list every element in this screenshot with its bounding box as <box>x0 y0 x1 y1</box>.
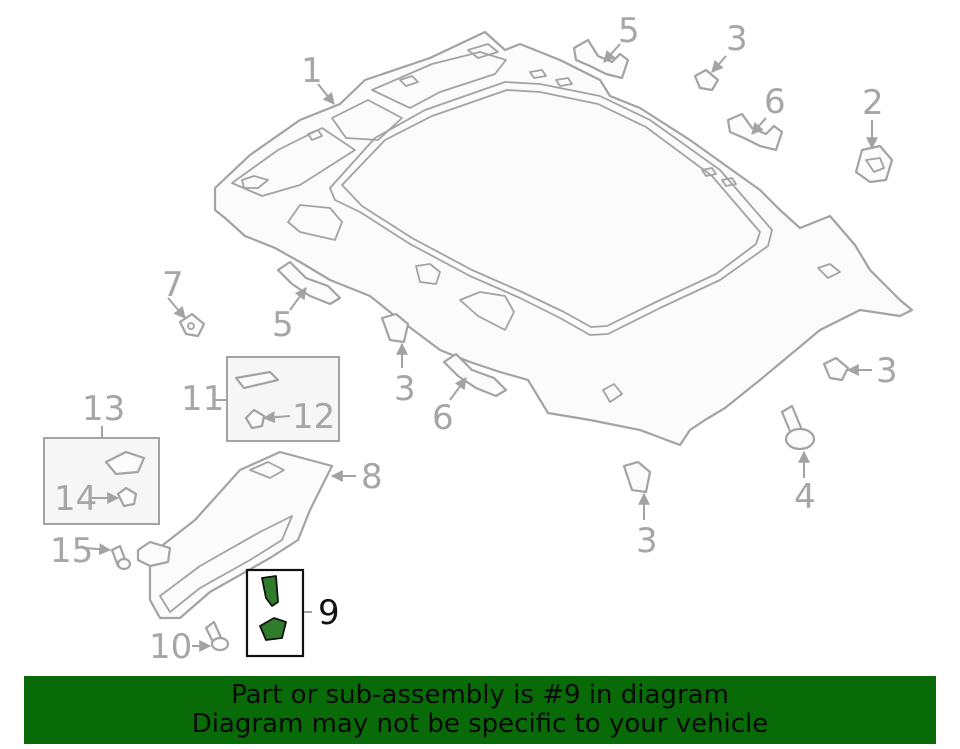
banner-line-1: Part or sub-assembly is #9 in diagram <box>231 680 729 710</box>
clip-part-13 <box>104 450 146 476</box>
clip-part-3-right <box>822 356 850 382</box>
callout-5-top: 5 <box>618 11 640 51</box>
callout-6-mid: 6 <box>432 398 454 438</box>
callout-numbers: 1 2 5 3 6 7 5 3 6 3 4 3 8 9 10 11 12 13 … <box>50 11 898 667</box>
callout-1: 1 <box>301 51 323 91</box>
callout-3-right: 3 <box>876 351 898 391</box>
headliner-part-1 <box>213 30 914 447</box>
callout-7: 7 <box>162 265 184 305</box>
callout-13: 13 <box>82 389 125 429</box>
sun-visor-part-8 <box>136 450 334 620</box>
callout-3-mid: 3 <box>394 369 416 409</box>
callout-11: 11 <box>181 379 224 419</box>
callout-5-left: 5 <box>272 305 294 345</box>
clip-part-7 <box>178 312 206 338</box>
callout-9: 9 <box>318 593 340 633</box>
bracket-part-2 <box>854 144 894 184</box>
info-banner: Part or sub-assembly is #9 in diagram Di… <box>24 676 936 744</box>
callout-6-top: 6 <box>764 82 786 122</box>
clip-part-3-bottom <box>622 460 652 494</box>
callout-10: 10 <box>149 627 192 667</box>
clip-part-3-top <box>693 68 720 92</box>
callout-12: 12 <box>292 397 335 437</box>
kit-box-11 <box>226 356 340 442</box>
callout-2: 2 <box>862 83 884 123</box>
callout-3-bottom: 3 <box>636 521 658 561</box>
callout-3-top: 3 <box>726 19 748 59</box>
bolt-part-4 <box>780 404 816 451</box>
visor-clip-part-9 <box>259 575 287 641</box>
handle-bracket-part-5-top <box>572 38 630 80</box>
callout-15: 15 <box>50 531 93 571</box>
screw-part-10 <box>204 620 230 652</box>
callout-14: 14 <box>54 479 97 519</box>
leader-lines <box>83 43 878 652</box>
callout-8: 8 <box>361 457 383 497</box>
clip-part-14 <box>116 486 138 508</box>
cover-part-11 <box>234 370 280 390</box>
clip-part-3-mid <box>380 312 410 344</box>
screw-part-15 <box>110 544 132 571</box>
kit-box-13 <box>43 437 160 525</box>
banner-line-2: Diagram may not be specific to your vehi… <box>191 709 769 739</box>
callout-4: 4 <box>794 477 816 517</box>
